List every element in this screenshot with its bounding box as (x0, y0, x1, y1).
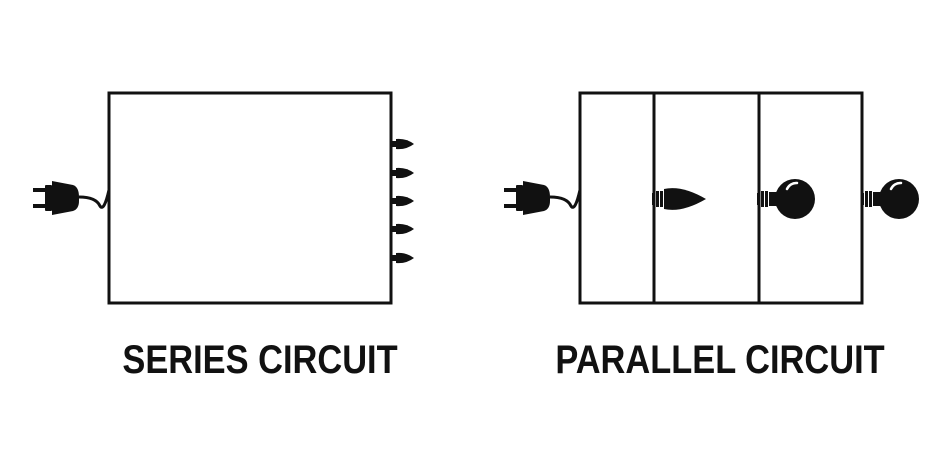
cord-icon (549, 189, 582, 209)
plug-icon (33, 181, 79, 215)
plug-icon (504, 181, 550, 215)
series-bulb-icon (392, 223, 414, 235)
cord-icon (78, 189, 111, 209)
round-bulb-icon (859, 177, 921, 221)
flame-bulb-icon (652, 188, 706, 210)
parallel-circuit-loop (578, 91, 864, 305)
series-bulb-string (392, 138, 414, 264)
series-bulb-icon (392, 195, 414, 207)
series-circuit-caption: SERIES CIRCUIT (122, 338, 398, 382)
series-circuit-loop (107, 91, 393, 305)
series-circuit (33, 91, 414, 305)
parallel-circuit-caption: PARALLEL CIRCUIT (555, 338, 885, 382)
series-bulb-icon (392, 167, 414, 179)
series-bulb-icon (392, 252, 414, 264)
series-bulb-icon (392, 138, 414, 150)
round-bulb-icon (755, 177, 817, 221)
parallel-circuit (504, 91, 921, 305)
